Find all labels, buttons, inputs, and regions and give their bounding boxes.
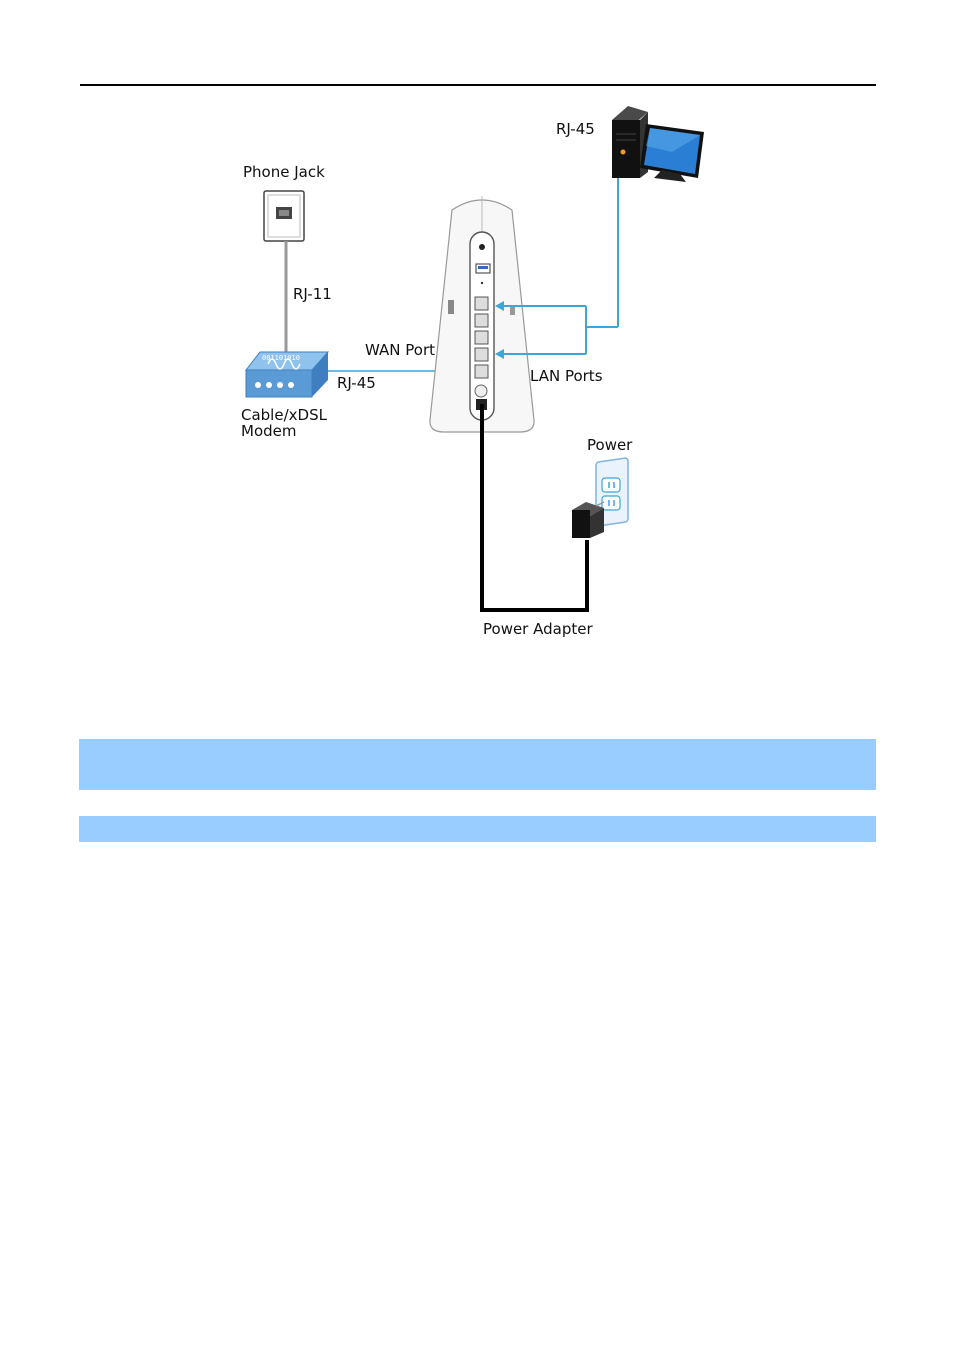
modem-icon bbox=[244, 351, 330, 398]
power-adapter-icon bbox=[572, 501, 605, 538]
lan-ports-label: LAN Ports bbox=[530, 367, 603, 385]
computer-icon bbox=[612, 106, 704, 182]
highlight-band-top bbox=[79, 739, 876, 790]
power-adapter-label: Power Adapter bbox=[483, 620, 593, 638]
modem-label-line1: Cable/xDSL bbox=[241, 406, 327, 424]
router-icon bbox=[429, 196, 535, 433]
power-cable bbox=[480, 404, 589, 612]
phone-jack-label: Phone Jack bbox=[243, 163, 325, 181]
lan-cables bbox=[495, 175, 619, 359]
wan-port-label: WAN Port bbox=[365, 341, 435, 359]
power-outlet-icon bbox=[595, 457, 629, 527]
rj45-modem-label: RJ-45 bbox=[337, 374, 376, 392]
phone-jack-icon bbox=[263, 190, 305, 242]
power-label: Power bbox=[587, 436, 633, 454]
highlight-band-bottom bbox=[79, 816, 876, 842]
modem-bits: 001101010 bbox=[262, 354, 300, 362]
rj11-label: RJ-11 bbox=[293, 285, 332, 303]
modem-label-line2: Modem bbox=[241, 422, 297, 440]
top-rule bbox=[80, 84, 876, 86]
rj45-pc-label: RJ-45 bbox=[556, 120, 595, 138]
